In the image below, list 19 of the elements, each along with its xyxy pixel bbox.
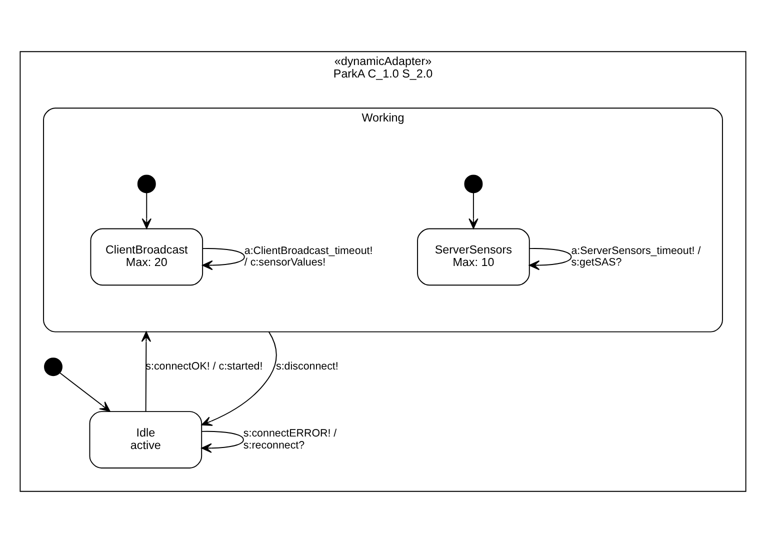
- node-circle: [137, 174, 156, 194]
- edge-label: s:connectOK! / c:started!: [146, 360, 263, 373]
- edge-label: a:ServerSensors_timeout! / s:getSAS?: [571, 244, 701, 268]
- arrow: [59, 372, 110, 412]
- arrow: [142, 192, 152, 229]
- edge-label: s:disconnect!: [276, 360, 338, 373]
- arrow: [468, 192, 478, 229]
- arrow: [201, 331, 277, 426]
- edge-label: s:connectERROR! / s:reconnect?: [243, 428, 337, 452]
- arrow: [141, 331, 152, 412]
- node-box: Idle active: [89, 411, 202, 468]
- arrow: [202, 248, 245, 270]
- node-box: ServerSensors Max: 10: [417, 228, 530, 286]
- node-circle: [464, 174, 483, 194]
- node-box: ClientBroadcast Max: 20: [90, 228, 204, 286]
- arrow: [528, 248, 572, 270]
- node-circle: [44, 358, 62, 376]
- arrow: [201, 430, 244, 453]
- edge-label: a:ClientBroadcast_timeout! / c:sensorValues!: [244, 244, 373, 268]
